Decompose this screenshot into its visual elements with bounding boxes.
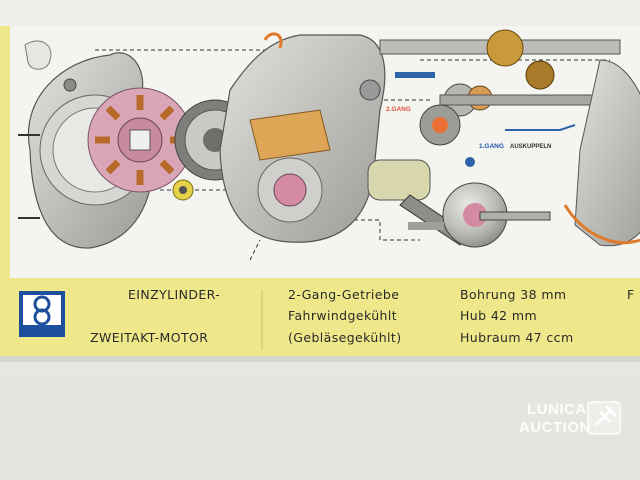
small-gear-yellow: [172, 179, 194, 201]
label-decouple: AUSKUPPELN: [510, 144, 552, 150]
piston-connecting-rod: [367, 159, 551, 248]
sachs-logo: [19, 291, 65, 337]
auction-hammer-logo: [587, 401, 621, 435]
label-gear1: 1.GANG: [479, 143, 504, 150]
magneto-flywheel: [87, 87, 193, 193]
cable-bracket: [24, 40, 52, 70]
spec-cooling-alt: (Gebläsegekühlt): [288, 330, 402, 345]
spec-bore: Bohrung 38 mm: [460, 287, 567, 302]
spec-cutoff-letter: F: [627, 287, 635, 302]
label-gear2: 2.GANG: [386, 106, 411, 113]
spec-cooling: Fahrwindgekühlt: [288, 308, 398, 323]
spec-displacement: Hubraum 47 ccm: [460, 330, 574, 345]
brand-name: SACHS: [23, 326, 55, 336]
center-crankcase: [219, 32, 386, 243]
watermark-line1: LUNICA: [527, 401, 587, 418]
gear-shafts: [379, 29, 621, 167]
right-casing: [563, 59, 640, 247]
engine-title-line2: ZWEITAKT-MOTOR: [90, 330, 209, 345]
engine-title-line1: EINZYLINDER-: [128, 287, 221, 302]
watermark-line2: AUCTION: [519, 419, 591, 436]
spec-transmission: 2-Gang-Getriebe: [288, 287, 400, 302]
spec-stroke: Hub 42 mm: [460, 308, 538, 323]
